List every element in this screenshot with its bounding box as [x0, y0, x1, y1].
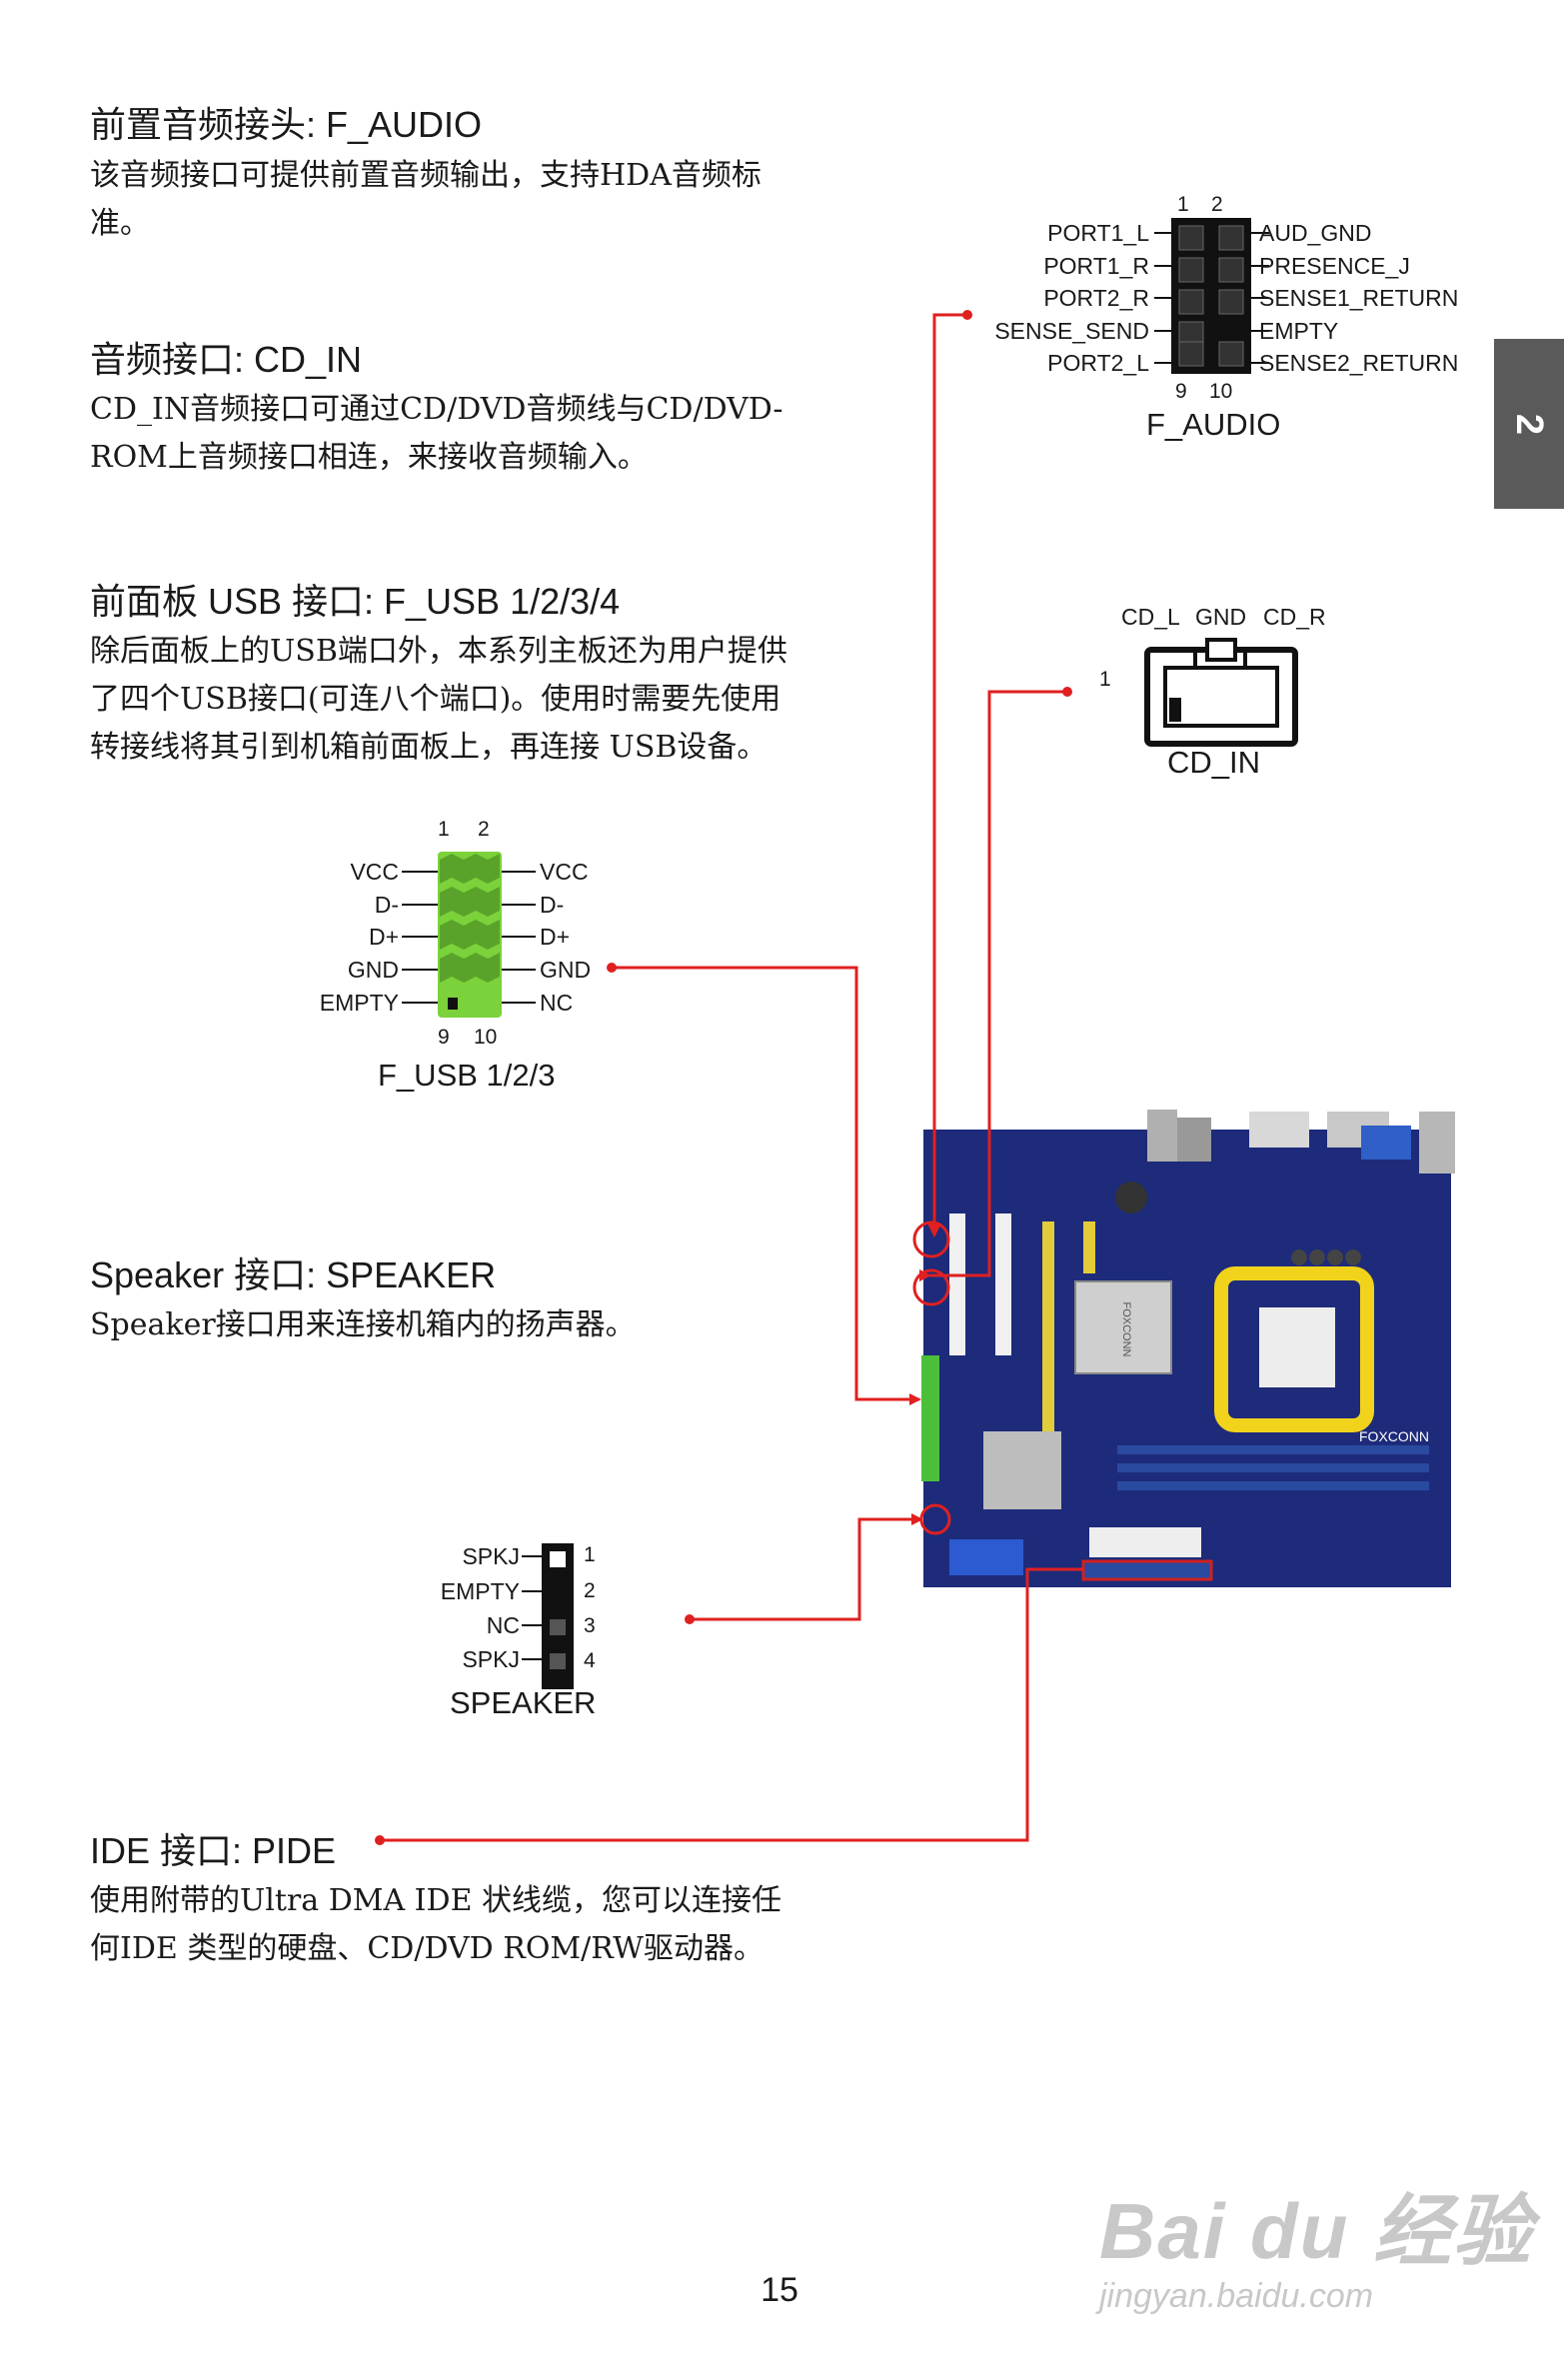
f-usb-pin-9: 9: [438, 1026, 450, 1049]
f-audio-left-label: PORT2_L: [1047, 350, 1149, 376]
cd-in-pin-one: 1: [1099, 668, 1111, 691]
pide-title: IDE 接口: PIDE: [90, 1830, 337, 1871]
f-audio-pin-9: 9: [1175, 380, 1187, 403]
leader-arrows: [909, 1223, 941, 1525]
speaker-pin: 2: [584, 1579, 596, 1602]
f-audio-right-label: SENSE2_RETURN: [1259, 350, 1459, 376]
cd-in-pin-label: CD_R: [1263, 604, 1326, 630]
speaker-label: NC: [486, 1612, 520, 1638]
f-usb-left-label: VCC: [350, 859, 399, 885]
pide-body: 使用附带的Ultra DMA IDE 状线缆，您可以连接任何IDE 类型的硬盘、…: [90, 1883, 782, 1966]
f-usb-left-label: GND: [347, 957, 399, 983]
leader-dots: [375, 310, 1072, 1845]
leader-lines: [380, 313, 1083, 1842]
page-number: 15: [761, 2271, 798, 2309]
cd-in-body: CD_IN音频接口可通过CD/DVD音频线与CD/DVD-ROM上音频接口相连，…: [90, 392, 783, 475]
baidu-watermark: Bai du 经验 jingyan.baidu.com: [1099, 2169, 1533, 2316]
speaker-pin: 3: [584, 1614, 596, 1637]
f-audio-body: 该音频接口可提供前置音频输出，支持HDA音频标准。: [90, 158, 762, 241]
f-audio-left-label: SENSE_SEND: [994, 318, 1149, 344]
f-usb-right-label: D-: [540, 892, 565, 918]
f-usb-caption: F_USB 1/2/3: [378, 1058, 556, 1093]
f-usb-pin-1: 1: [438, 818, 450, 841]
f-audio-left-label: PORT1_L: [1047, 220, 1149, 246]
f-audio-pin-10: 10: [1209, 380, 1233, 403]
speaker-pin: 1: [584, 1543, 596, 1566]
f-audio-pin-1: 1: [1177, 193, 1189, 216]
f-usb-right-label: VCC: [540, 859, 589, 885]
watermark-logo: Bai du 经验: [1099, 2187, 1534, 2275]
f-usb-right-label: D+: [540, 924, 571, 950]
f-usb-right-label: NC: [540, 990, 574, 1016]
board-brand: FOXCONN: [1359, 1428, 1429, 1444]
motherboard-image: FOXCONN FOXCONN: [912, 1110, 1455, 1587]
f-audio-pin-2: 2: [1211, 193, 1223, 216]
f-audio-caption: F_AUDIO: [1146, 407, 1281, 442]
f-audio-left-label: PORT1_R: [1043, 253, 1149, 279]
f-usb-header: [402, 852, 536, 1018]
speaker-header: [522, 1543, 574, 1689]
f-usb-left-label: D+: [368, 924, 399, 950]
f-audio-right-label: PRESENCE_J: [1259, 253, 1410, 279]
cd-in-title: 音频接口: CD_IN: [90, 339, 363, 380]
speaker-label: EMPTY: [440, 1578, 520, 1604]
watermark-url: jingyan.baidu.com: [1099, 2277, 1374, 2315]
speaker-body: Speaker接口用来连接机箱内的扬声器。: [90, 1307, 636, 1342]
f-audio-right-label: EMPTY: [1259, 318, 1339, 344]
f-audio-right-label: SENSE1_RETURN: [1259, 285, 1459, 311]
cd-in-caption: CD_IN: [1167, 745, 1261, 780]
f-usb-body: 除后面板上的USB端口外，本系列主板还为用户提供了四个USB接口(可连八个端口)…: [90, 634, 787, 765]
speaker-caption: SPEAKER: [450, 1685, 597, 1720]
svg-text:FOXCONN: FOXCONN: [1120, 1302, 1132, 1357]
f-audio-header: [1154, 218, 1269, 374]
f-audio-left-label: PORT2_R: [1043, 285, 1149, 311]
f-usb-title: 前面板 USB 接口: F_USB 1/2/3/4: [90, 581, 621, 622]
cd-in-pin-label: CD_L: [1121, 604, 1180, 630]
cd-in-pin-label: GND: [1195, 604, 1247, 630]
cd-in-connector: [1144, 638, 1298, 747]
speaker-label: SPKJ: [462, 1646, 520, 1672]
chapter-tab: 2: [1494, 339, 1564, 509]
f-usb-left-label: D-: [374, 892, 399, 918]
f-audio-right-label: AUD_GND: [1259, 220, 1372, 246]
f-audio-title: 前置音频接头: F_AUDIO: [90, 104, 483, 145]
speaker-title: Speaker 接口: SPEAKER: [90, 1254, 497, 1295]
speaker-label: SPKJ: [462, 1543, 520, 1569]
speaker-pin: 4: [584, 1649, 596, 1672]
f-usb-pin-2: 2: [478, 818, 490, 841]
f-usb-right-label: GND: [540, 957, 592, 983]
f-usb-left-label: EMPTY: [319, 990, 399, 1016]
f-usb-pin-10: 10: [474, 1026, 498, 1049]
